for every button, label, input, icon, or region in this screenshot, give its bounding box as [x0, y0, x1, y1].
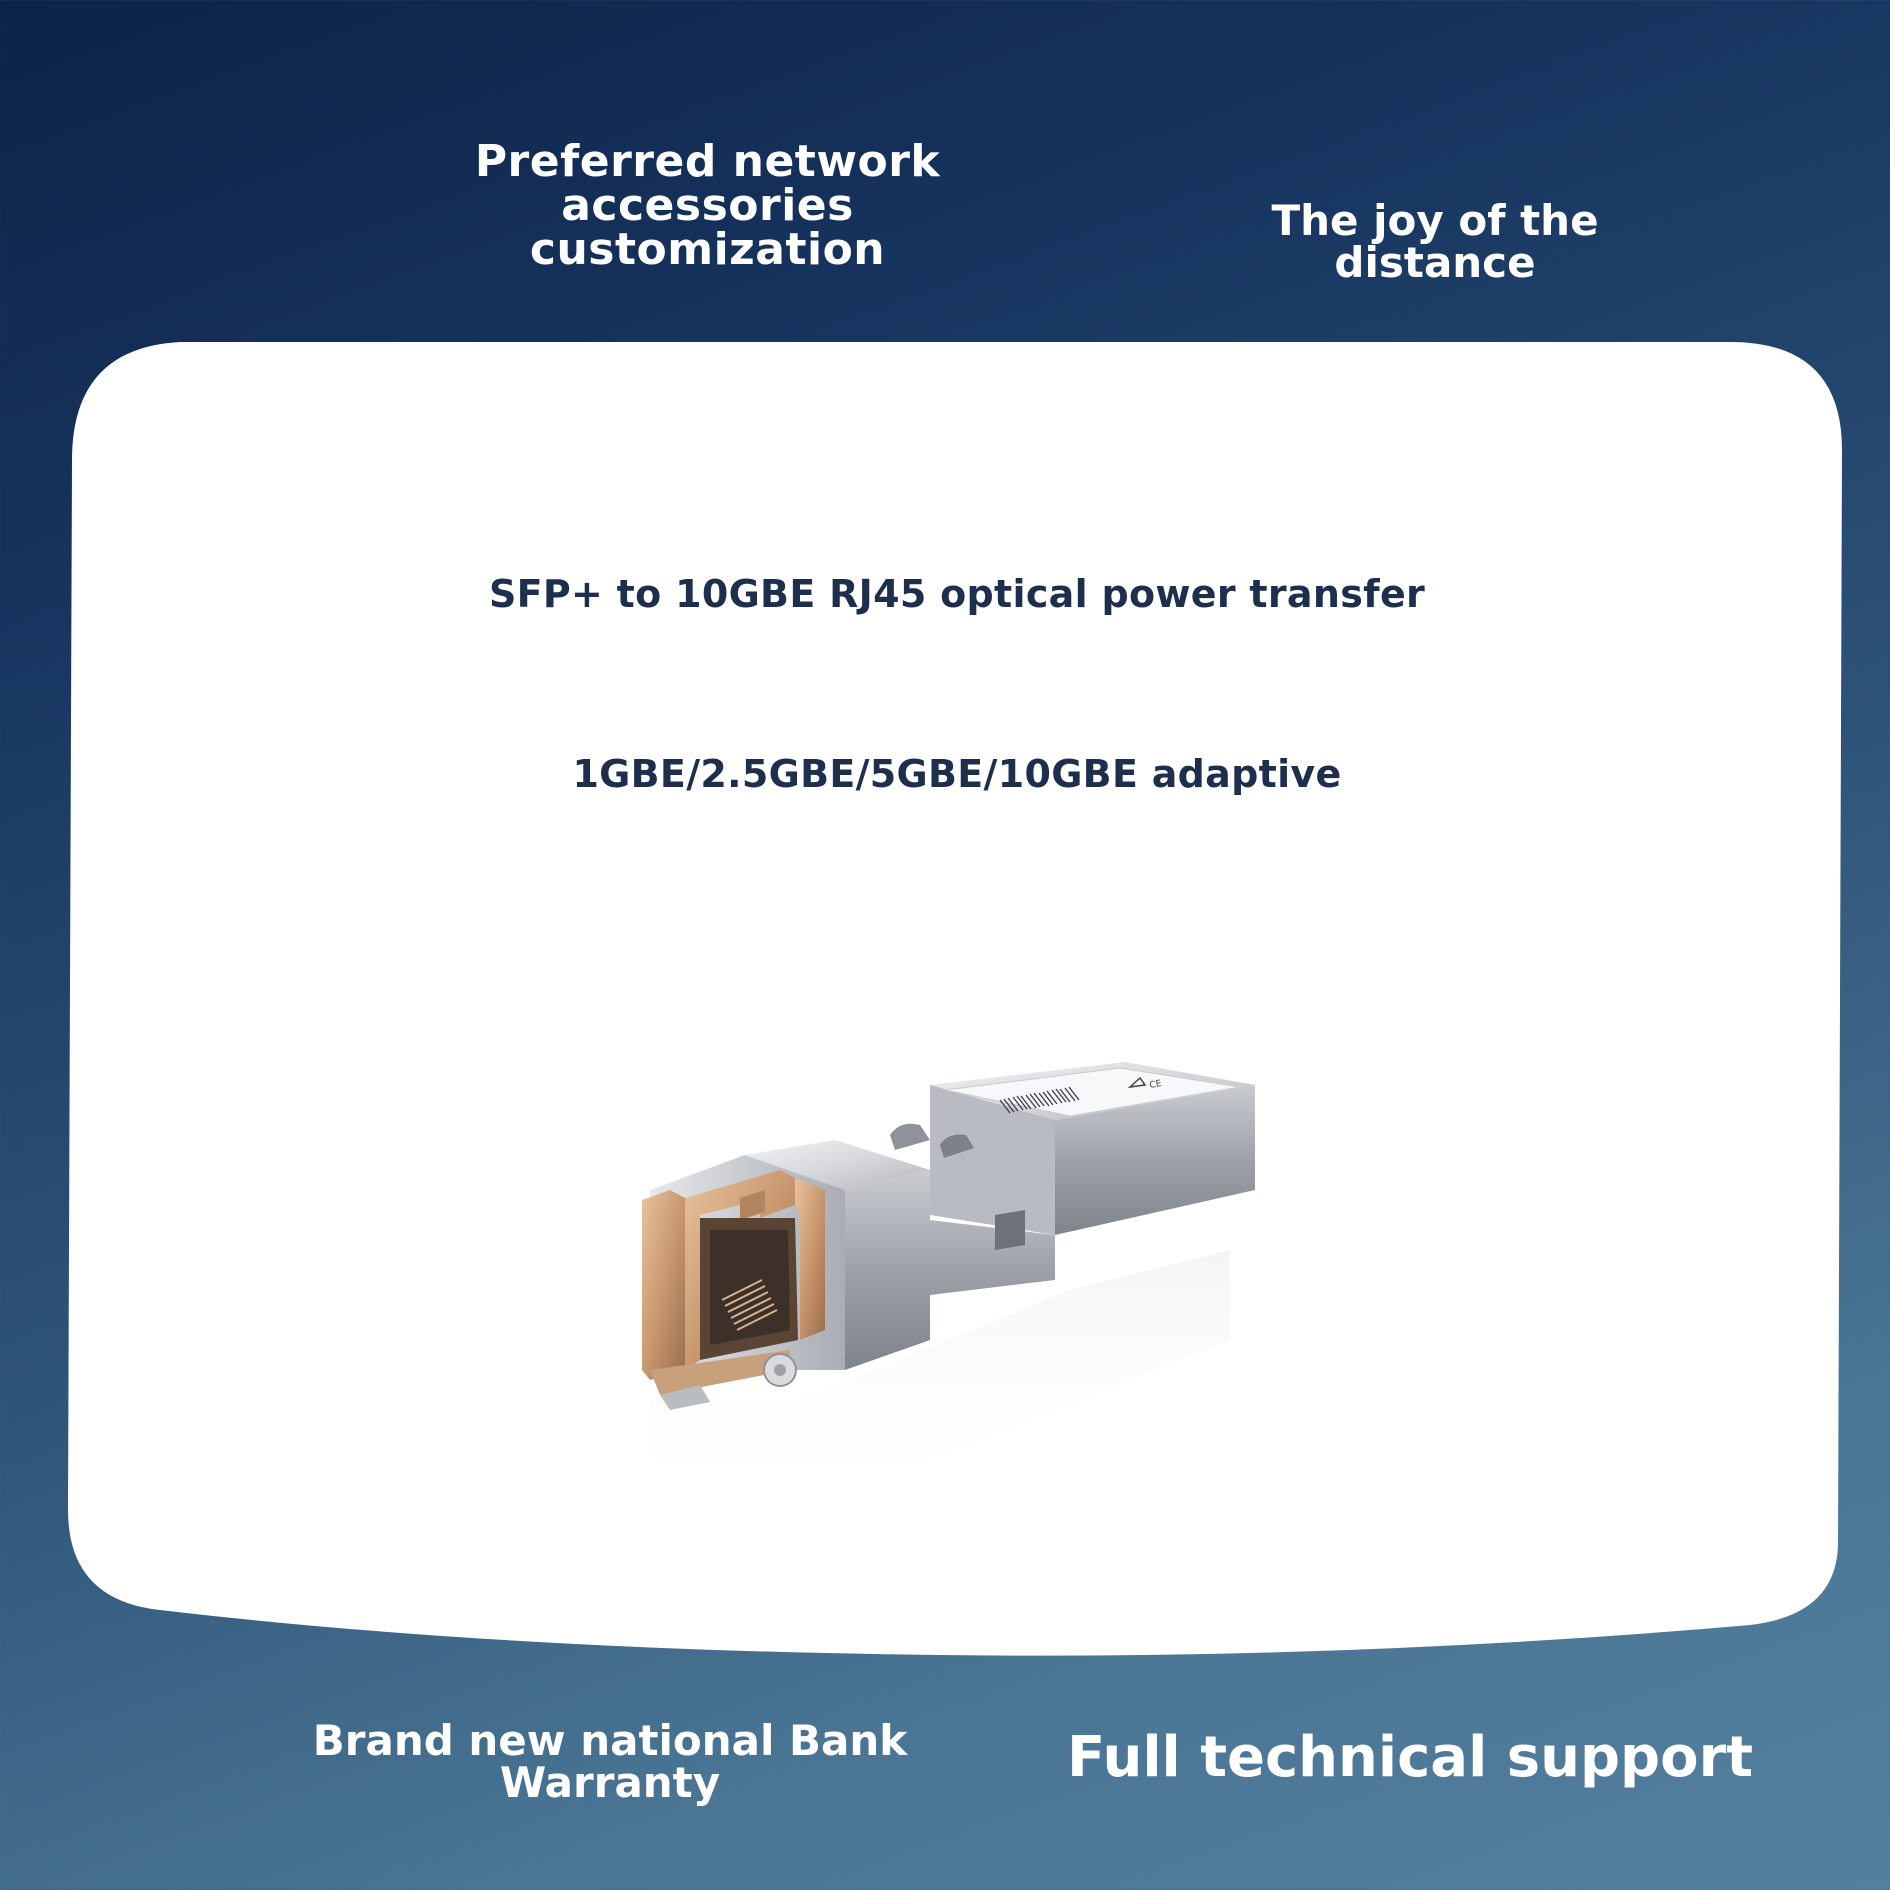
headline-customization: Preferred network accessories customizat…: [474, 136, 941, 275]
svg-text:CE: CE: [1149, 1079, 1163, 1091]
product-subtitle: 1GBE/2.5GBE/5GBE/10GBE adaptive: [572, 752, 1342, 796]
sfp-rj45-module-icon: CE: [642, 1062, 1255, 1510]
headline-joy-of-distance: The joy of the distance: [1271, 196, 1599, 287]
headline-technical-support: Full technical support: [1067, 1725, 1753, 1790]
product-title: SFP+ to 10GBE RJ45 optical power transfe…: [488, 572, 1426, 616]
headline-warranty: Brand new national Bank Warranty: [312, 1716, 908, 1807]
